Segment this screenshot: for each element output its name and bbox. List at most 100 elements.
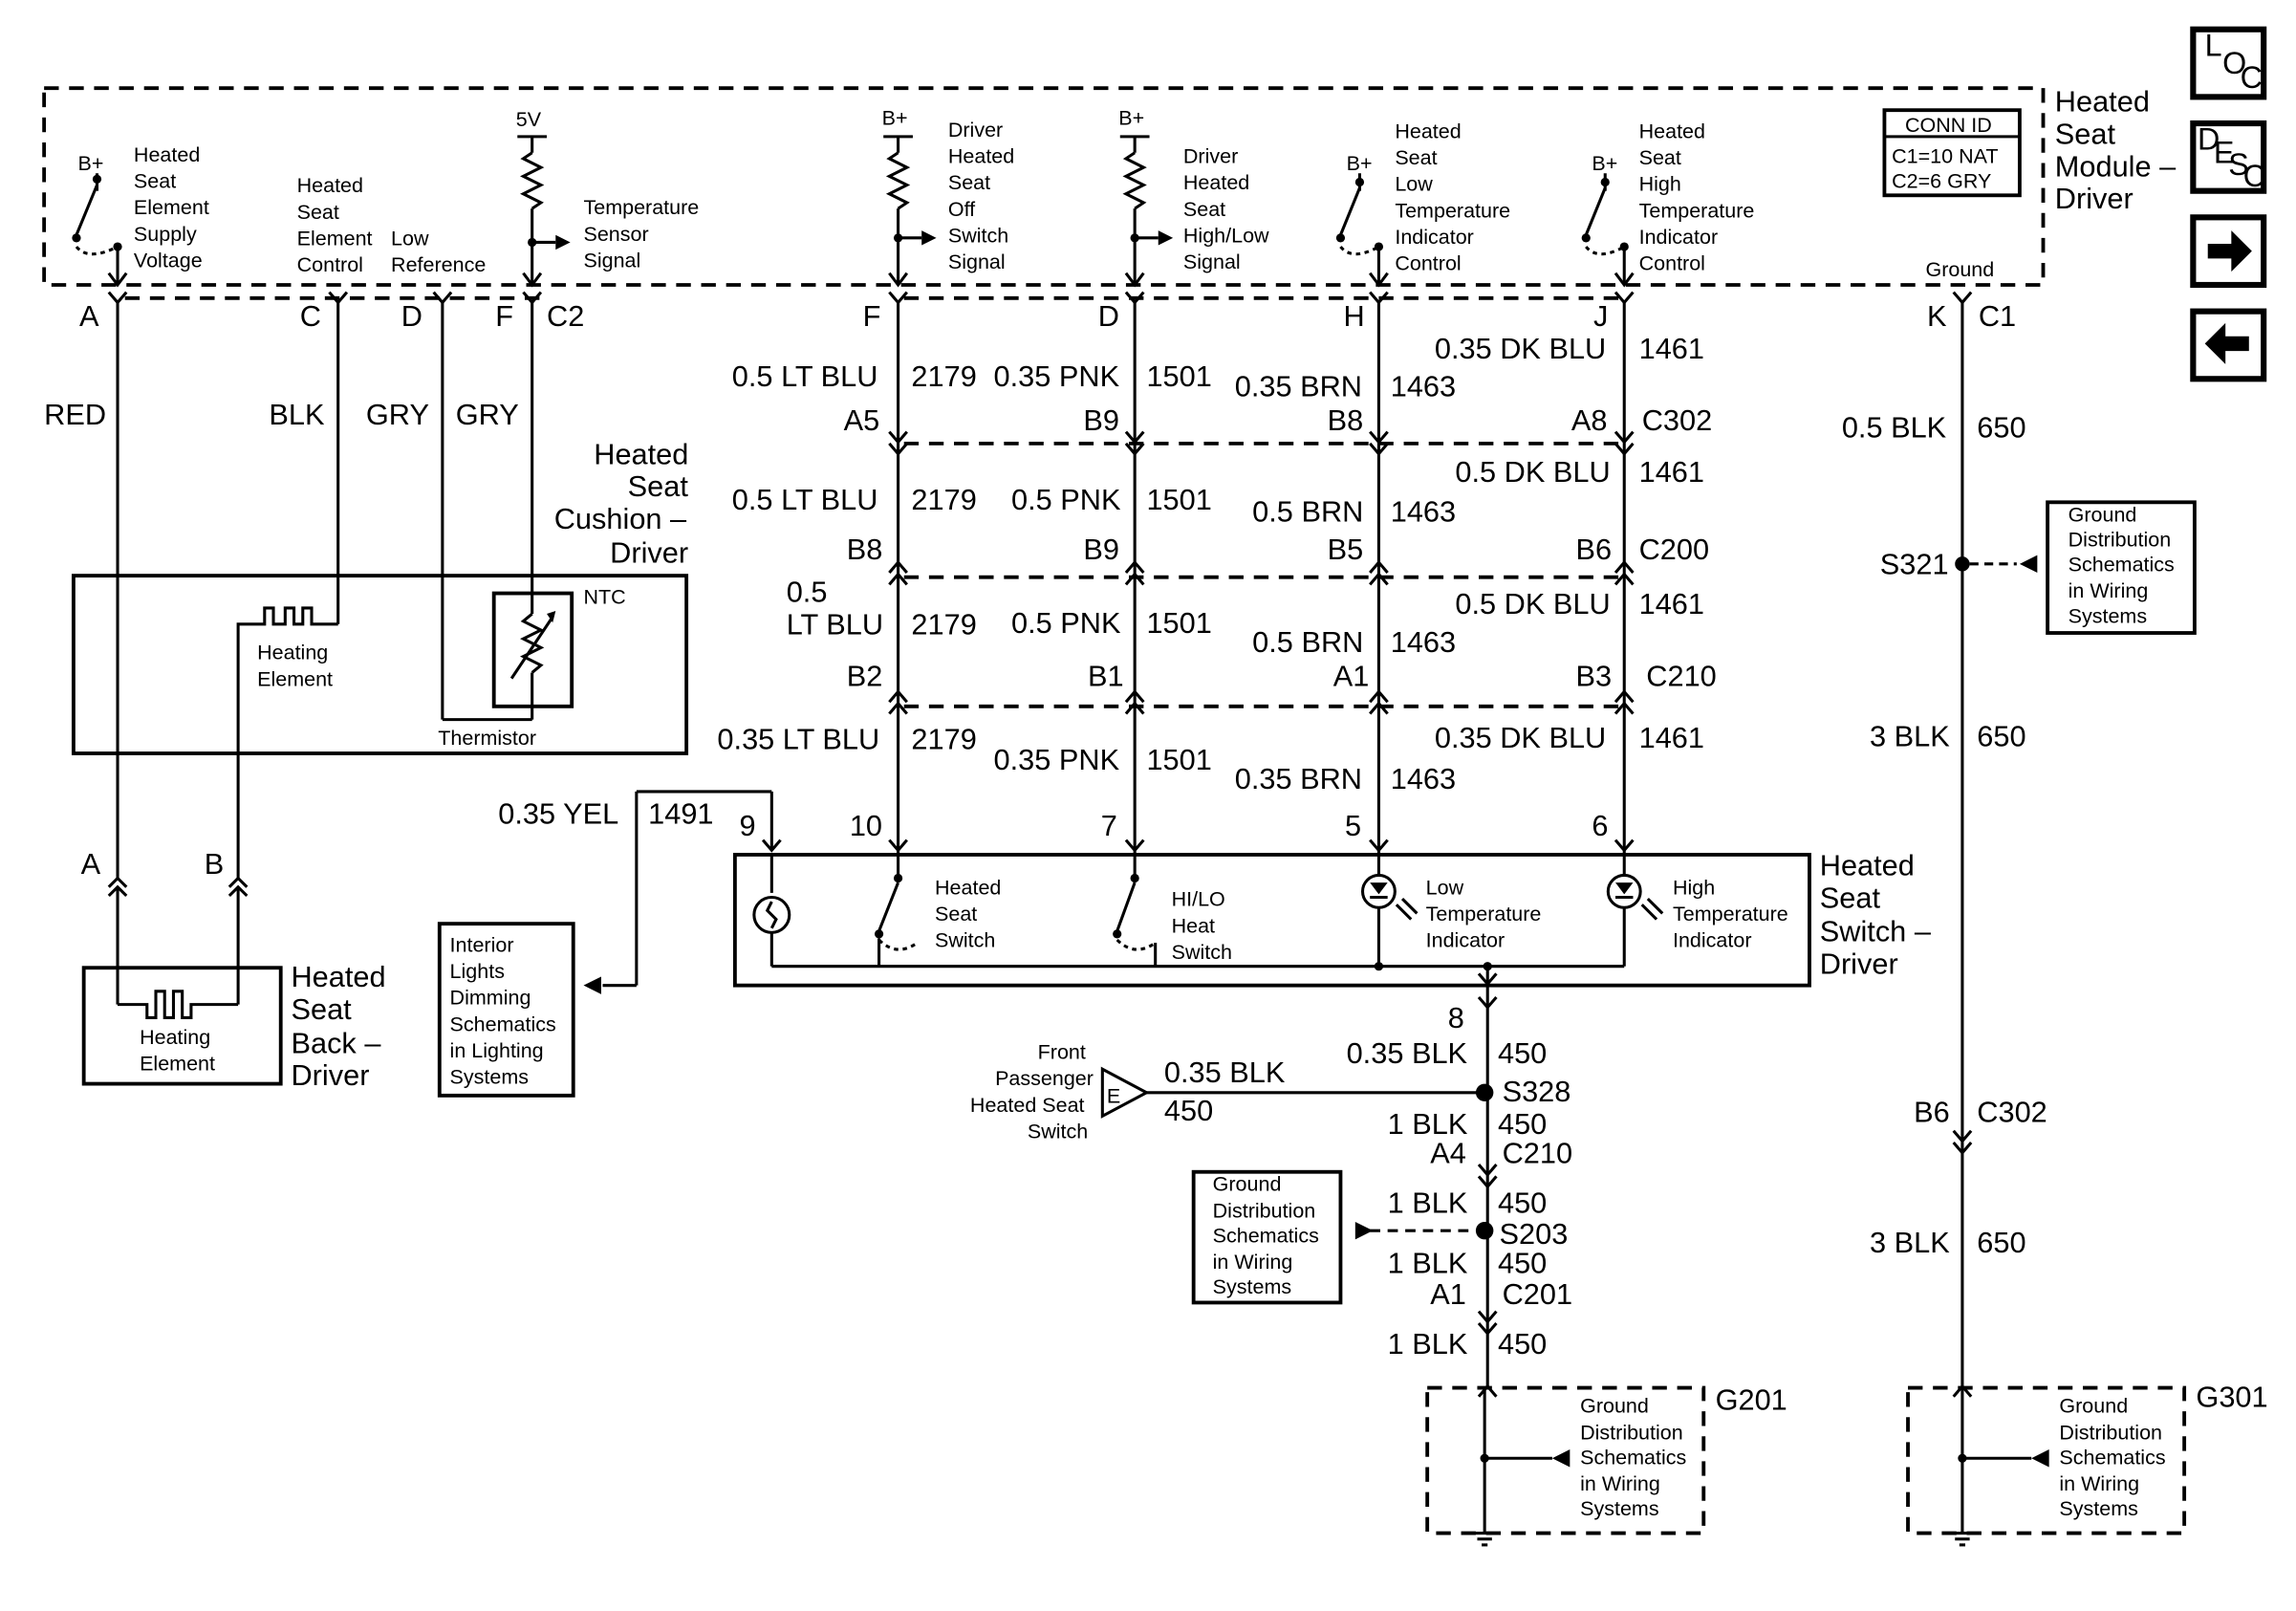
- wire-label: 1491: [648, 797, 713, 831]
- next-button[interactable]: [2190, 214, 2267, 289]
- pin-c1: C1: [1979, 299, 2016, 333]
- desc-button[interactable]: D E S C: [2190, 120, 2267, 194]
- low-indicator-line: Low: [1426, 876, 1464, 899]
- pin-j: J: [1593, 299, 1608, 333]
- highlow-signal-label: Driver Heated Seat High/Low Signal: [1183, 145, 1269, 274]
- element-control-line: Seat: [297, 201, 339, 224]
- prev-button[interactable]: [2190, 308, 2267, 382]
- bplus-label: B+: [882, 107, 908, 130]
- off-signal-line: Heated: [948, 145, 1014, 168]
- low-temp-control-line: Seat: [1395, 146, 1437, 169]
- low-reference-line: Low: [391, 228, 429, 250]
- off-signal-line: Switch: [948, 224, 1008, 247]
- main-vertical-wires: [897, 302, 1964, 1388]
- pin-label: B8: [1328, 403, 1364, 437]
- desc-button-frame[interactable]: [2190, 120, 2267, 194]
- wire-label: 0.35 DK BLU: [1435, 721, 1606, 754]
- low-temp-control-line: Control: [1395, 252, 1461, 275]
- ref-line: Systems: [1580, 1497, 1658, 1520]
- supply-label-line: Heated: [134, 143, 200, 166]
- module-title-line: Heated: [2055, 85, 2150, 119]
- wire-row-2: 0.5 LT BLU 2179 0.5 PNK 1501 0.5 BRN 146…: [732, 455, 1704, 528]
- low-temp-control-label: Heated Seat Low Temperature Indicator Co…: [1395, 120, 1510, 274]
- cushion-title-line: Heated: [594, 437, 688, 470]
- wire-label: 650: [1977, 719, 2025, 752]
- ntc-label: NTC: [583, 585, 625, 608]
- wire-label: 2179: [911, 608, 976, 642]
- wire-label: 0.5 DK BLU: [1455, 587, 1610, 620]
- wire-label: 0.35 BLK: [1347, 1036, 1468, 1070]
- connector-id: C200: [1639, 533, 1709, 566]
- splice-s328: S328: [1503, 1075, 1571, 1108]
- wire-label: 0.5 PNK: [1011, 606, 1121, 640]
- loc-button[interactable]: L O C: [2190, 26, 2267, 100]
- supply-label-line: Seat: [134, 170, 176, 193]
- ref-line: Systems: [1213, 1275, 1291, 1298]
- wire-label: 0.35 DK BLU: [1435, 332, 1606, 365]
- pin-label: A5: [844, 403, 880, 437]
- pin-label: 7: [1101, 809, 1117, 842]
- wire-label: 1 BLK: [1388, 1107, 1468, 1141]
- temp-sensor-line: Sensor: [583, 223, 648, 246]
- wire-gry: GRY: [366, 398, 429, 431]
- conn-id-line: C1=10 NAT: [1892, 145, 1998, 168]
- pin-label: B9: [1083, 403, 1119, 437]
- seat-switch-title: Heated Seat Switch – Driver: [1820, 848, 1932, 980]
- low-indicator-line: Indicator: [1426, 929, 1505, 952]
- supply-label-line: Supply: [134, 223, 197, 246]
- desc-c: C: [2243, 159, 2265, 193]
- pin-c: C: [300, 299, 321, 333]
- wire-label: 450: [1498, 1247, 1547, 1280]
- element-control-line: Control: [297, 253, 363, 276]
- ref-line: Ground: [1580, 1395, 1649, 1418]
- wire-label: 1463: [1391, 370, 1456, 403]
- cushion-title-line: Seat: [628, 469, 689, 503]
- low-temp-control-line: Indicator: [1395, 226, 1474, 249]
- low-temp-control-line: Temperature: [1395, 199, 1510, 222]
- desc-e: E: [2214, 136, 2235, 170]
- passenger-line: Heated Seat: [970, 1094, 1085, 1117]
- ref-line: Distribution: [1213, 1199, 1316, 1222]
- ref-line: Ground: [2069, 503, 2137, 526]
- pin-d-right: D: [1098, 299, 1119, 333]
- pin-label: B5: [1328, 533, 1364, 566]
- off-signal-line: Off: [948, 198, 975, 221]
- element-control-line: Heated: [297, 174, 363, 197]
- high-temp-control-line: Indicator: [1639, 226, 1719, 249]
- wire-label: 0.5 PNK: [1011, 483, 1121, 516]
- module-title: Heated Seat Module – Driver: [2055, 85, 2177, 215]
- ref-line: in Lighting: [450, 1039, 544, 1062]
- wire-label: 1501: [1146, 483, 1211, 516]
- back-heating-line: Element: [140, 1053, 215, 1076]
- highlow-signal-line: Heated: [1183, 171, 1249, 194]
- module-pin-row: A C D F C2 F D H J K C1: [79, 299, 2016, 333]
- high-temp-control-line: High: [1639, 173, 1681, 196]
- high-indicator-line: High: [1673, 876, 1715, 899]
- pin-label: 6: [1592, 809, 1608, 842]
- bplus-label: B+: [78, 152, 104, 175]
- ref-line: Systems: [450, 1066, 529, 1089]
- ref-line: Schematics: [2059, 1446, 2165, 1469]
- wire-label: 1461: [1639, 332, 1704, 365]
- splice-s203: S203: [1500, 1217, 1569, 1251]
- loc-button-frame[interactable]: [2190, 26, 2267, 100]
- pin-label: B3: [1575, 659, 1612, 692]
- ref-line: Distribution: [2069, 528, 2172, 551]
- interior-lights-ref: Interior Lights Dimming Schematics in Li…: [437, 922, 575, 1098]
- wire-label: 0.5 LT BLU: [732, 359, 878, 393]
- supply-label-line: Voltage: [134, 250, 203, 272]
- ground-tree-labels: 8 0.35 BLK 450 S328 1 BLK 450 A4 C210 1 …: [1164, 1001, 1572, 1361]
- wire-label: 0.35 BRN: [1235, 370, 1362, 403]
- pin-label: A1: [1333, 659, 1370, 692]
- connector-c302-pins: A5 B9 B8 A8 C302: [844, 403, 1712, 437]
- wire-blk: BLK: [269, 398, 325, 431]
- g301-ground: G301 Ground Distribution Schematics in W…: [1906, 1381, 2268, 1547]
- ntc-thermistor: NTC Thermistor: [438, 585, 625, 749]
- wire-label: 1461: [1639, 721, 1704, 754]
- wire-label: 0.35 BRN: [1235, 762, 1362, 795]
- passenger-switch-ref: E Front Passenger Heated Seat Switch: [970, 1040, 1150, 1143]
- wire-label: 3 BLK: [1870, 1226, 1950, 1259]
- element-control-line: Element: [297, 228, 373, 250]
- wire-label: 1501: [1146, 743, 1211, 776]
